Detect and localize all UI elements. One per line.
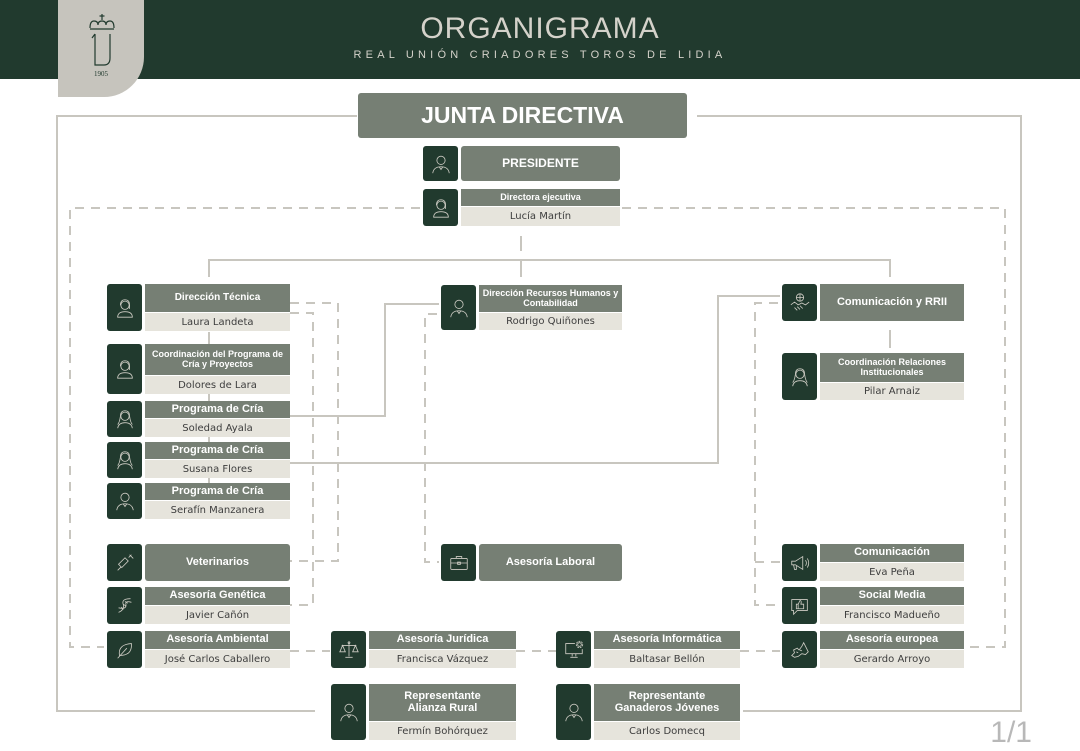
node-programa-cria-3[interactable]: Programa de Cría Serafín Manzanera xyxy=(107,483,290,519)
briefcase-icon xyxy=(441,544,476,581)
person-name: Baltasar Bellón xyxy=(594,650,740,668)
syringe-icon xyxy=(107,544,142,581)
node-directora-ejecutiva[interactable]: Directora ejecutiva Lucía Martín xyxy=(423,189,620,226)
role-label: Asesoría Genética xyxy=(145,587,290,605)
node-direccion-rrhh[interactable]: Dirección Recursos Humanos y Contabilida… xyxy=(441,285,622,330)
node-asesoria-juridica[interactable]: Asesoría Jurídica Francisca Vázquez xyxy=(331,631,516,668)
europe-map-icon xyxy=(782,631,817,668)
woman-icon xyxy=(423,189,458,226)
person-name: Dolores de Lara xyxy=(145,376,290,394)
role-label: Programa de Cría xyxy=(145,401,290,418)
thumbs-up-icon xyxy=(782,587,817,624)
role-label: Asesoría Informática xyxy=(594,631,740,649)
node-social-media[interactable]: Social Media Francisco Madueño xyxy=(782,587,964,624)
person-name: Lucía Martín xyxy=(461,207,620,226)
handshake-globe-icon xyxy=(782,284,817,321)
person-name: Francisca Vázquez xyxy=(369,650,516,668)
node-asesoria-genetica[interactable]: Asesoría Genética Javier Cañón xyxy=(107,587,290,624)
role-label: Programa de Cría xyxy=(145,442,290,459)
junta-directiva-header: JUNTA DIRECTIVA xyxy=(358,93,687,138)
header-bar: ORGANIGRAMA REAL UNIÓN CRIADORES TOROS D… xyxy=(0,0,1080,79)
role-label: Representante Ganaderos Jóvenes xyxy=(594,684,740,721)
computer-gear-icon xyxy=(556,631,591,668)
person-name: Eva Peña xyxy=(820,563,964,581)
node-asesoria-laboral[interactable]: Asesoría Laboral xyxy=(441,544,622,581)
role-label: Asesoría europea xyxy=(820,631,964,649)
logo-year: 1905 xyxy=(94,70,108,78)
node-coordinacion-relaciones[interactable]: Coordinación Relaciones Institucionales … xyxy=(782,353,964,400)
person-name: Soledad Ayala xyxy=(145,419,290,437)
node-comunicacion-rrii[interactable]: Comunicación y RRII xyxy=(782,284,964,321)
role-label: Dirección Técnica xyxy=(145,284,290,312)
woman-icon xyxy=(107,442,142,478)
person-name: José Carlos Caballero xyxy=(145,650,290,668)
woman-icon xyxy=(107,284,142,331)
role-label: Social Media xyxy=(820,587,964,605)
person-name: Fermín Bohórquez xyxy=(369,722,516,740)
person-name: Gerardo Arroyo xyxy=(820,650,964,668)
role-label: Comunicación y RRII xyxy=(820,284,964,321)
node-programa-cria-2[interactable]: Programa de Cría Susana Flores xyxy=(107,442,290,478)
role-label: Asesoría Laboral xyxy=(479,544,622,581)
man-icon xyxy=(423,146,458,181)
node-representante-alianza-rural[interactable]: Representante Alianza Rural Fermín Bohór… xyxy=(331,684,516,740)
person-name: Laura Landeta xyxy=(145,313,290,331)
node-asesoria-informatica[interactable]: Asesoría Informática Baltasar Bellón xyxy=(556,631,740,668)
role-label: Directora ejecutiva xyxy=(461,189,620,206)
leaf-icon xyxy=(107,631,142,668)
person-name: Rodrigo Quiñones xyxy=(479,313,622,330)
man-icon xyxy=(331,684,366,740)
role-label: Representante Alianza Rural xyxy=(369,684,516,721)
node-asesoria-europea[interactable]: Asesoría europea Gerardo Arroyo xyxy=(782,631,964,668)
person-name: Carlos Domecq xyxy=(594,722,740,740)
role-label: Dirección Recursos Humanos y Contabilida… xyxy=(479,285,622,312)
person-name: Susana Flores xyxy=(145,460,290,478)
page-subtitle: REAL UNIÓN CRIADORES TOROS DE LIDIA xyxy=(353,49,727,61)
megaphone-icon xyxy=(782,544,817,581)
crown-monogram-icon xyxy=(89,14,115,66)
node-programa-cria-1[interactable]: Programa de Cría Soledad Ayala xyxy=(107,401,290,437)
role-label: Coordinación Relaciones Institucionales xyxy=(820,353,964,382)
person-name: Javier Cañón xyxy=(145,606,290,624)
man-icon xyxy=(556,684,591,740)
woman-icon xyxy=(107,401,142,437)
role-label: Veterinarios xyxy=(145,544,290,581)
role-label: Asesoría Ambiental xyxy=(145,631,290,649)
node-presidente[interactable]: PRESIDENTE xyxy=(423,146,620,181)
node-representante-ganaderos-jovenes[interactable]: Representante Ganaderos Jóvenes Carlos D… xyxy=(556,684,740,740)
role-label: PRESIDENTE xyxy=(461,146,620,181)
node-asesoria-ambiental[interactable]: Asesoría Ambiental José Carlos Caballero xyxy=(107,631,290,668)
man-icon xyxy=(441,285,476,330)
role-label: Programa de Cría xyxy=(145,483,290,500)
person-name: Serafín Manzanera xyxy=(145,501,290,519)
woman-icon xyxy=(107,344,142,394)
node-coordinacion-programa[interactable]: Coordinación del Programa de Cría y Proy… xyxy=(107,344,290,394)
scales-icon xyxy=(331,631,366,668)
person-name: Francisco Madueño xyxy=(820,606,964,624)
person-name: Pilar Arnaiz xyxy=(820,383,964,400)
role-label: Comunicación xyxy=(820,544,964,562)
page-indicator: 1/1 xyxy=(990,716,1032,749)
node-comunicacion[interactable]: Comunicación Eva Peña xyxy=(782,544,964,581)
dna-icon xyxy=(107,587,142,624)
node-veterinarios[interactable]: Veterinarios xyxy=(107,544,290,581)
man-icon xyxy=(107,483,142,519)
node-direccion-tecnica[interactable]: Dirección Técnica Laura Landeta xyxy=(107,284,290,331)
role-label: Asesoría Jurídica xyxy=(369,631,516,649)
role-label: Coordinación del Programa de Cría y Proy… xyxy=(145,344,290,375)
page-title: ORGANIGRAMA xyxy=(420,12,660,45)
woman-icon xyxy=(782,353,817,400)
logo: 1905 xyxy=(58,0,144,97)
